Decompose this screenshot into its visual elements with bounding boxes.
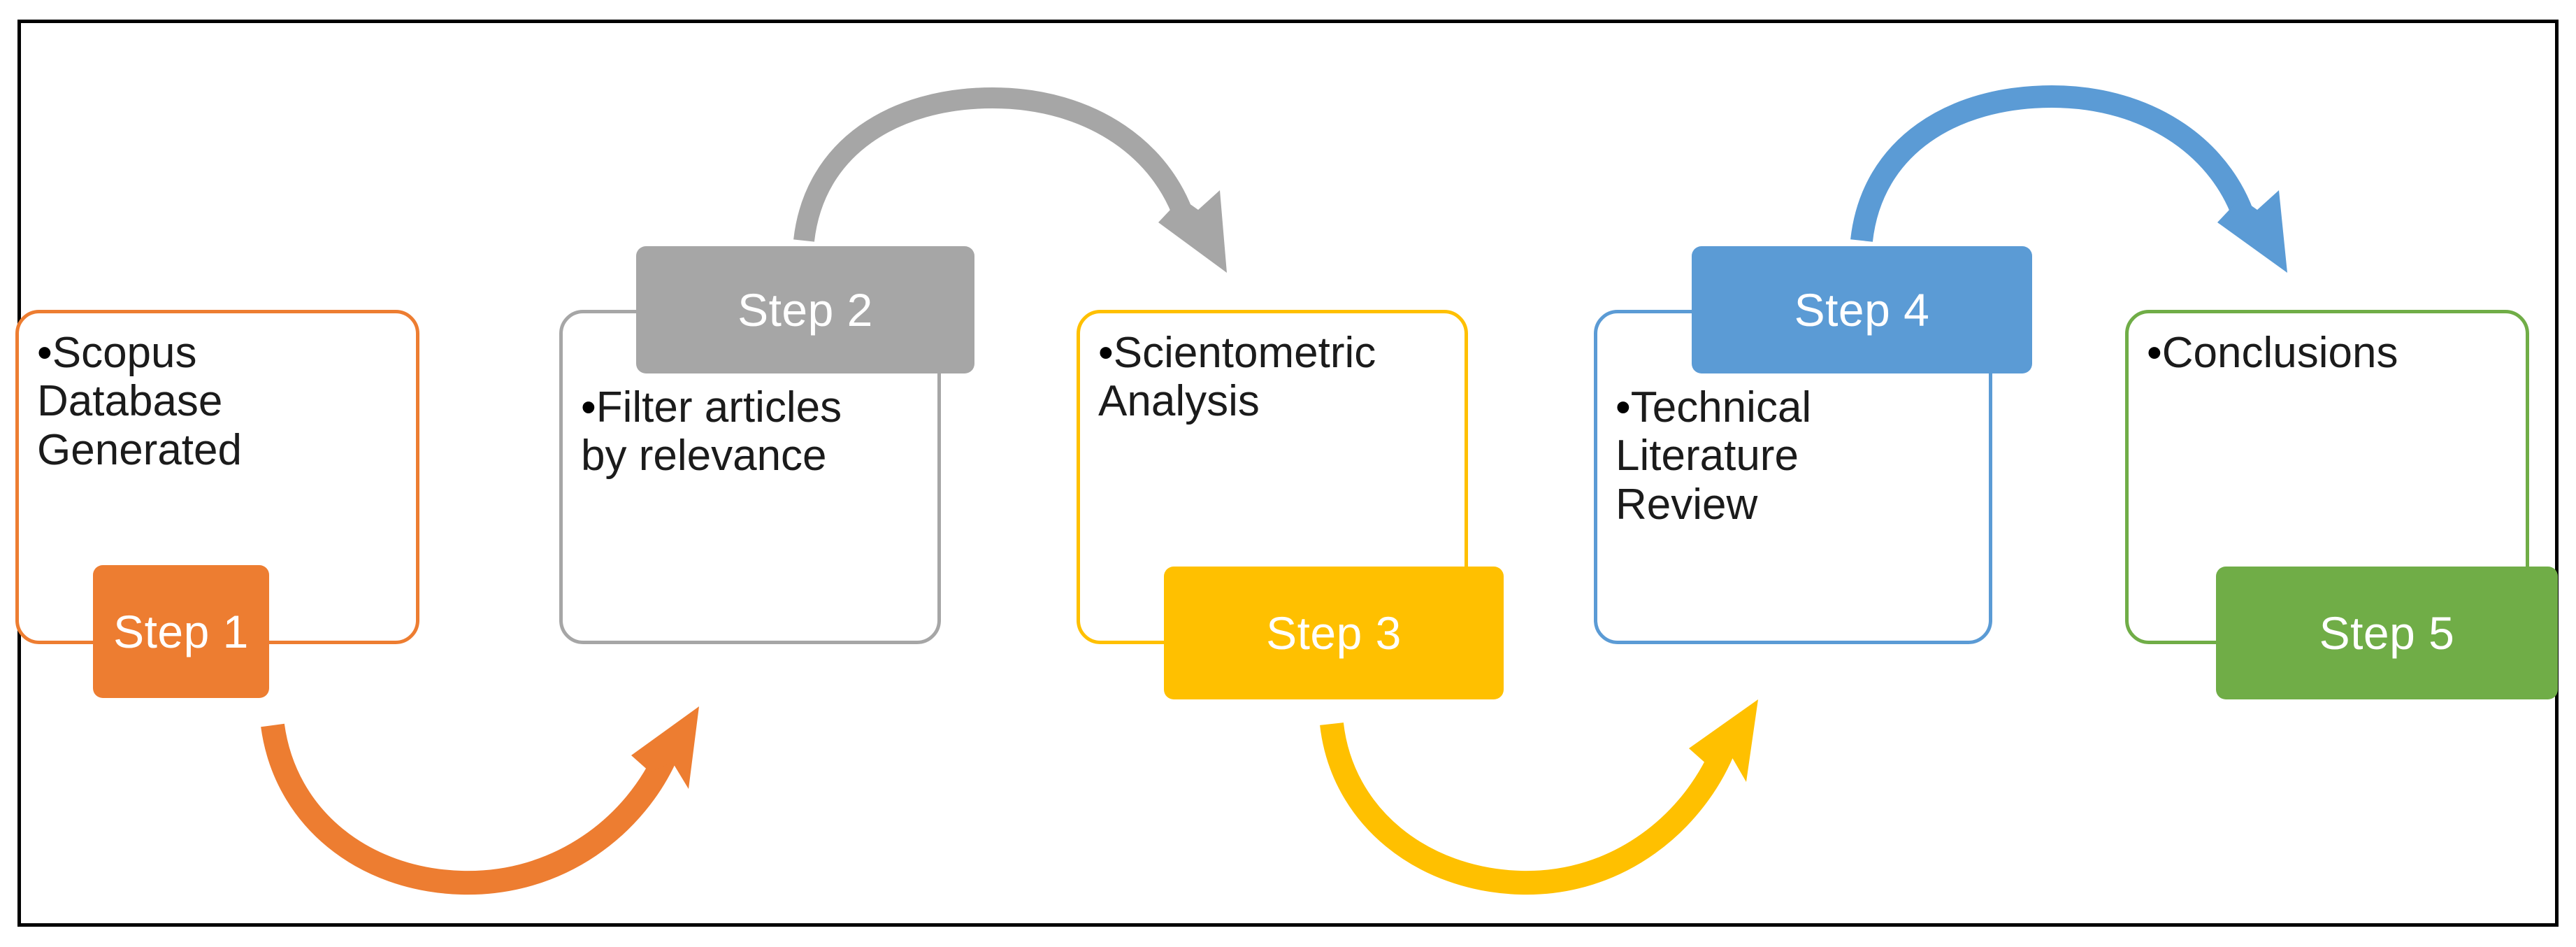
- bullet-icon: •: [581, 383, 596, 432]
- bullet-icon: •: [1098, 329, 1114, 377]
- step-3-body-text: •Scientometric Analysis: [1098, 329, 1455, 426]
- step-1-body-text: •Scopus Database Generated: [37, 329, 406, 474]
- step-2-body-label: Filter articles by relevance: [581, 383, 842, 480]
- step-1-body-label: Scopus Database Generated: [37, 329, 242, 474]
- step-5-body-text: •Conclusions: [2147, 329, 2516, 377]
- step-2-label-tab[interactable]: Step 2: [636, 246, 974, 373]
- step-5-body-label: Conclusions: [2161, 329, 2398, 377]
- step-4-label-tab[interactable]: Step 4: [1692, 246, 2032, 373]
- step-4-label: Step 4: [1794, 284, 1930, 336]
- step-1-label: Step 1: [113, 606, 249, 657]
- bullet-icon: •: [2147, 329, 2162, 377]
- bullet-icon: •: [37, 329, 52, 377]
- step-2-body-text: •Filter articles by relevance: [581, 383, 928, 480]
- step-2-label: Step 2: [737, 284, 873, 336]
- step-3-label-tab[interactable]: Step 3: [1164, 567, 1504, 699]
- step-1-label-tab[interactable]: Step 1: [93, 565, 269, 698]
- step-5-label: Step 5: [2319, 607, 2455, 659]
- bullet-icon: •: [1616, 383, 1631, 432]
- step-3-body-label: Scientometric Analysis: [1098, 329, 1376, 426]
- step-3-label: Step 3: [1266, 607, 1402, 659]
- step-4-body-text: •Technical Literature Review: [1616, 383, 1979, 529]
- step-4-body-label: Technical Literature Review: [1616, 383, 1812, 529]
- step-5-label-tab[interactable]: Step 5: [2216, 567, 2558, 699]
